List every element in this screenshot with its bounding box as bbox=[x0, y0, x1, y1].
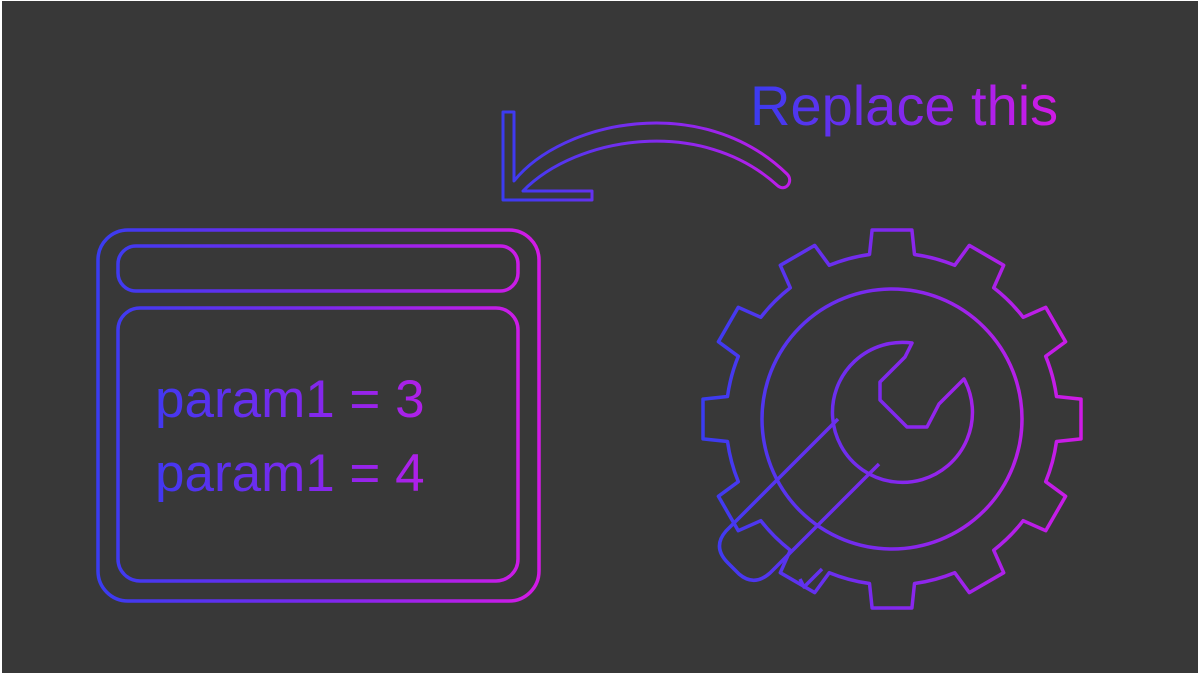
window-frame bbox=[96, 228, 541, 603]
param-line-2: param1 = 4 bbox=[155, 444, 425, 503]
window-content-area bbox=[116, 306, 520, 583]
app-window-icon bbox=[96, 228, 541, 603]
window-title-bar bbox=[116, 244, 520, 293]
curved-arrow-icon bbox=[501, 110, 792, 202]
gear-inner-ring bbox=[760, 287, 1024, 551]
gear-outline bbox=[701, 228, 1083, 610]
wrench-handle bbox=[717, 417, 881, 582]
gear-wrench-icon bbox=[701, 228, 1083, 610]
annotation-label: Replace this bbox=[750, 74, 1058, 137]
param-line-1: param1 = 3 bbox=[155, 370, 425, 429]
wrench-handle-lower bbox=[798, 567, 824, 589]
wrench-shape bbox=[830, 340, 975, 485]
